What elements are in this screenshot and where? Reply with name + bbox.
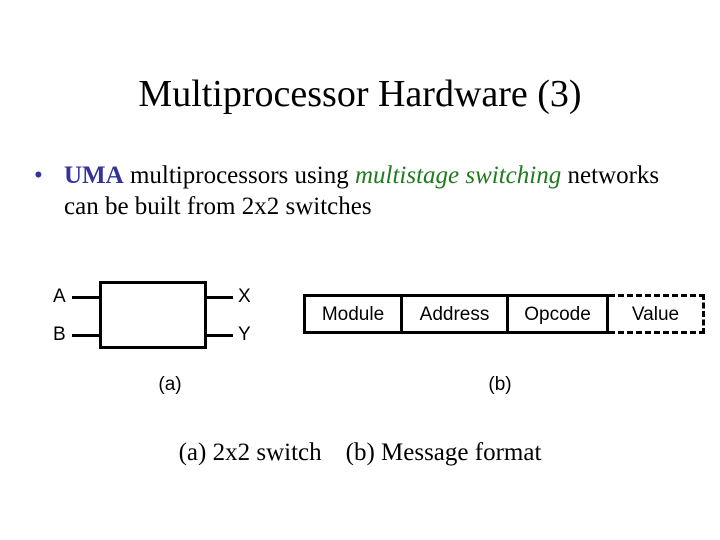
message-field-value: Value bbox=[609, 294, 705, 334]
message-field-opcode: Opcode bbox=[509, 294, 609, 334]
bullet-list: • UMA multiprocessors using multistage sw… bbox=[28, 160, 668, 222]
figure-2x2-switch: A B X Y (a) bbox=[50, 278, 290, 408]
input-lead-a bbox=[72, 296, 102, 299]
output-label-y: Y bbox=[238, 324, 251, 345]
input-lead-b bbox=[72, 334, 102, 337]
bullet-keyword-uma: UMA bbox=[64, 162, 124, 189]
message-format-row: Module Address Opcode Value bbox=[303, 294, 705, 334]
bullet-marker-icon: • bbox=[34, 162, 43, 189]
figure-a-label: (a) bbox=[158, 374, 182, 395]
output-lead-y bbox=[205, 334, 233, 337]
input-label-b: B bbox=[53, 324, 66, 345]
caption-b: (b) Message format bbox=[345, 439, 542, 466]
bullet-keyword-multistage-switching: multistage switching bbox=[354, 162, 562, 189]
figure-b-label: (b) bbox=[488, 374, 512, 395]
list-item: • UMA multiprocessors using multistage sw… bbox=[28, 160, 668, 222]
output-label-x: X bbox=[238, 286, 251, 307]
caption-a: (a) 2x2 switch bbox=[178, 439, 322, 466]
bullet-text-part-1: multiprocessors using bbox=[123, 162, 355, 189]
figure-message-format: Module Address Opcode Value (b) bbox=[303, 278, 705, 408]
switch-box bbox=[99, 281, 207, 349]
input-label-a: A bbox=[53, 286, 66, 307]
message-field-module: Module bbox=[303, 294, 403, 334]
page-title: Multiprocessor Hardware (3) bbox=[138, 73, 582, 115]
bullet-text-part-2: networks can be built from 2x2 switches bbox=[64, 162, 660, 220]
figure-captions: (a) 2x2 switch (b) Message format bbox=[0, 438, 720, 468]
message-field-address: Address bbox=[403, 294, 509, 334]
output-lead-x bbox=[205, 296, 233, 299]
